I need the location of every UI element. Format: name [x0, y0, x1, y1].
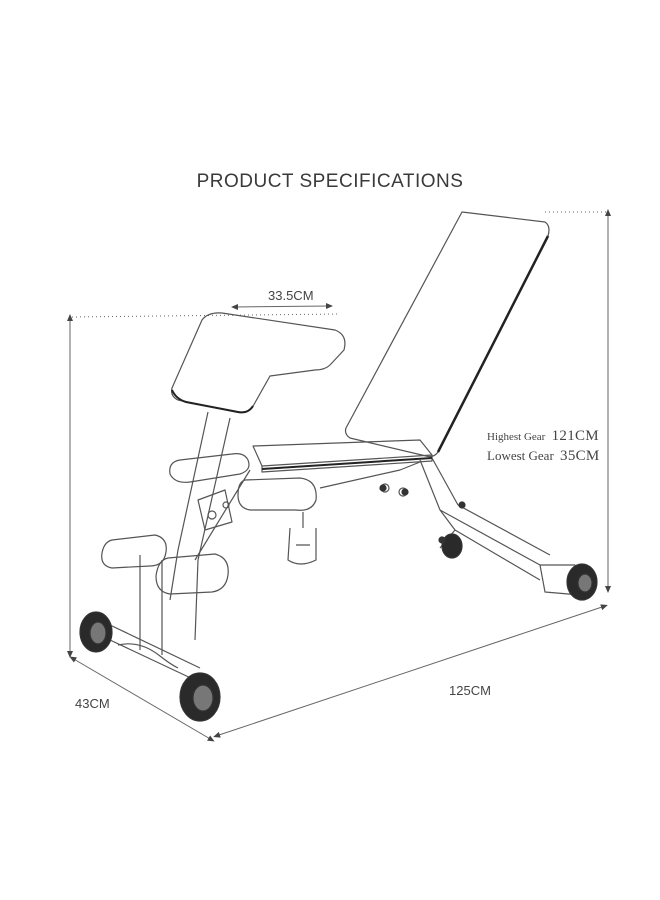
- seat-pad: [252, 439, 433, 467]
- front-left-foot: [79, 611, 113, 653]
- highest-gear-value: 121CM: [551, 428, 599, 444]
- length-label: 125CM: [449, 683, 491, 698]
- foot-caps: [79, 484, 598, 722]
- lowest-gear-row: Lowest Gear 35CM: [487, 448, 600, 465]
- highest-gear-row: Highest Gear 121CM: [487, 428, 599, 445]
- seat-width-label: 33.5CM: [268, 288, 314, 303]
- length-dim-line: [213, 604, 608, 738]
- rear-right-foot: [566, 563, 598, 601]
- lower-leg-roller-a: [101, 534, 167, 569]
- lowest-gear-value: 35CM: [560, 448, 600, 464]
- adjust-knobs: [379, 484, 466, 544]
- seat-width-dim-line: [231, 303, 333, 310]
- rear-left-foot: [441, 533, 463, 559]
- page-title: PRODUCT SPECIFICATIONS: [196, 171, 464, 192]
- bench-outline: [101, 211, 581, 681]
- upper-leg-roller: [169, 453, 250, 483]
- base-width-label: 43CM: [75, 696, 110, 711]
- backrest-pad: [344, 211, 550, 458]
- right-leg-roller: [237, 477, 317, 511]
- lowest-gear-label: Lowest Gear: [487, 448, 554, 463]
- highest-gear-label: Highest Gear: [487, 431, 546, 443]
- front-right-foot: [179, 672, 221, 722]
- dimension-lines: [67, 209, 611, 742]
- preacher-pad: [171, 312, 346, 414]
- pull-handle: [287, 527, 317, 565]
- lower-leg-roller-b: [155, 553, 229, 595]
- width-dim-line: [69, 656, 215, 742]
